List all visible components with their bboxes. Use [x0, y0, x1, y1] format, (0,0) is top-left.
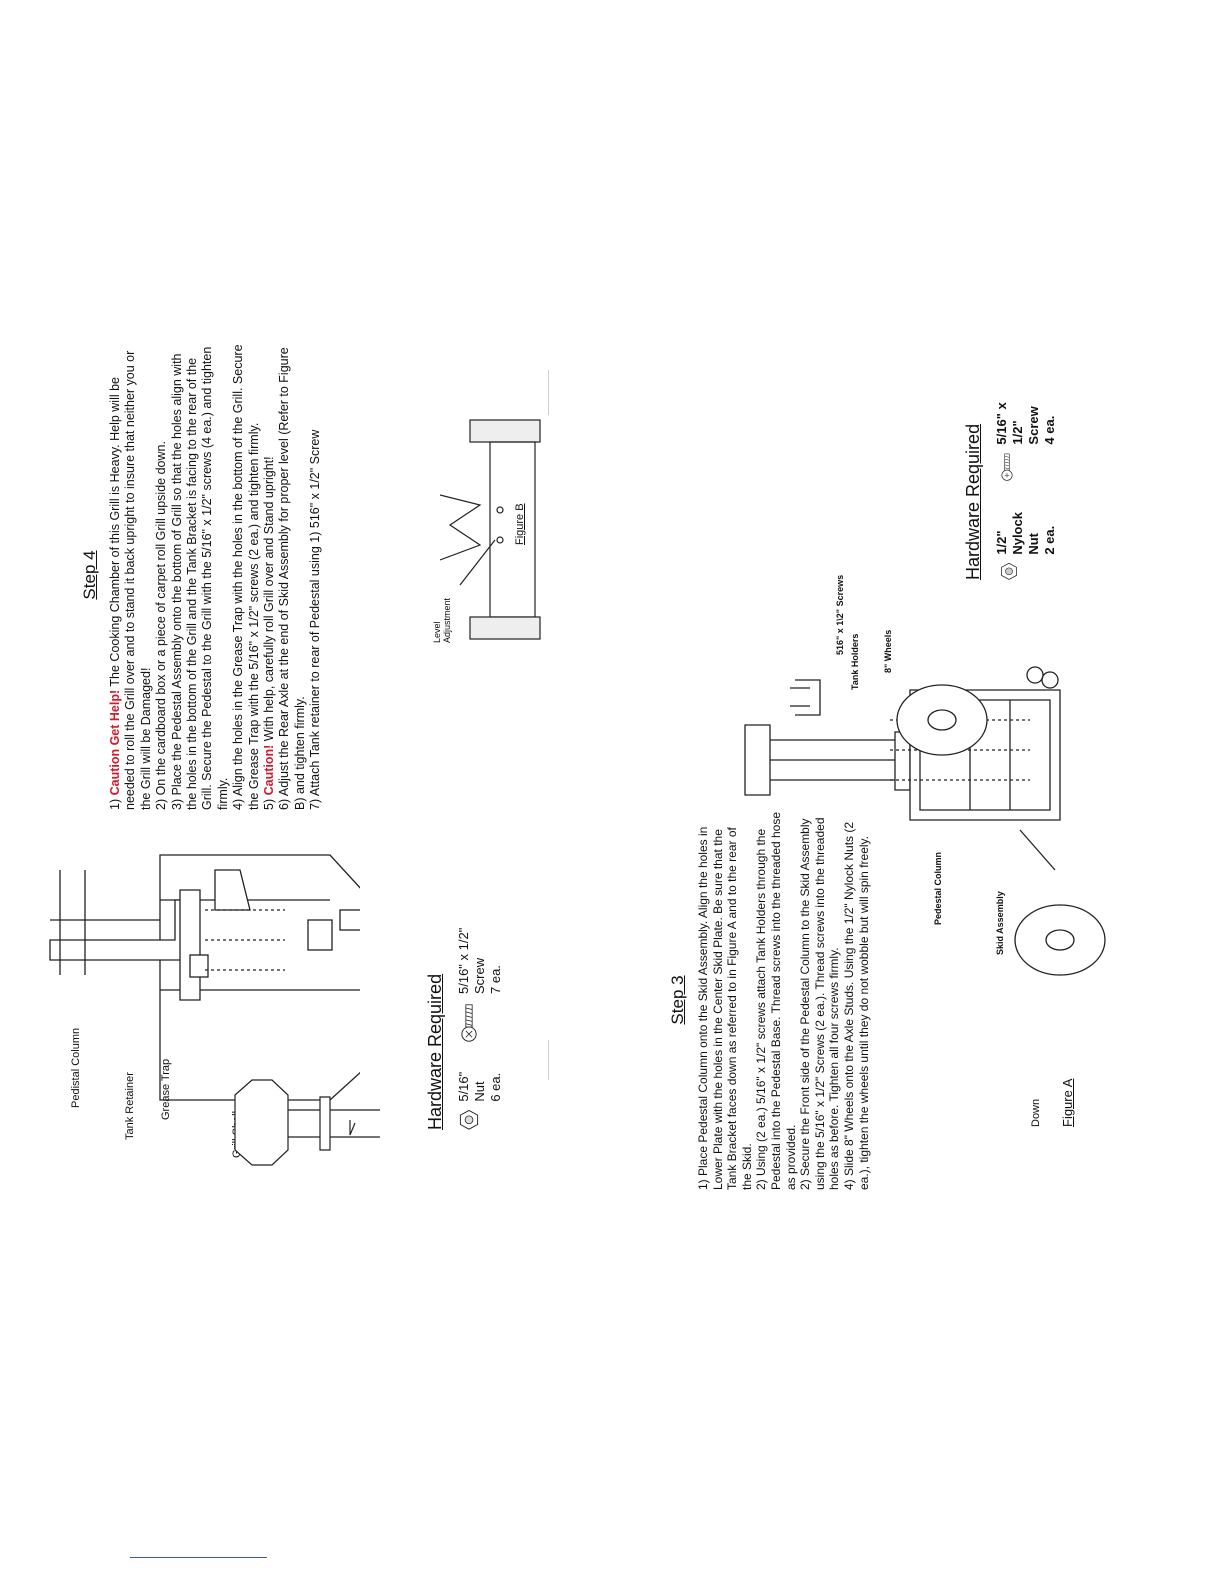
- step4-text-block: Step 4 1) Caution Get Help! The Cooking …: [80, 340, 324, 810]
- hardware-item-nylock-nut: 1/2" Nylock Nut 2 ea.: [994, 499, 1058, 580]
- label-screws: 516" x 1\2" Screws: [835, 574, 845, 655]
- footer-link[interactable]: [130, 1557, 267, 1558]
- step4-para-4: 4) Align the holes in the Grease Trap wi…: [231, 344, 261, 810]
- hardware-nut-name: 1/2" Nylock Nut: [994, 512, 1041, 555]
- hardware-nut-qty: 6 ea.: [488, 1072, 503, 1102]
- screw-icon: [461, 1003, 477, 1042]
- figure-b-diagram: [440, 419, 541, 640]
- hardware-screw-qty: 4 ea.: [1042, 415, 1057, 445]
- step4-para-1: 1) Caution Get Help! The Cooking Chamber…: [108, 350, 153, 810]
- hardware-item-screw: 5/16" x 1/2" Screw 4 ea.: [994, 380, 1058, 482]
- divider-vertical: [548, 370, 549, 415]
- label-tank-retainer: Tank Retainer: [124, 1072, 136, 1140]
- hardware-title: Hardware Required: [963, 423, 983, 580]
- label-pedestal-column: Pedestal Column: [933, 851, 943, 925]
- figure-a-down-label: Down: [1030, 1098, 1042, 1127]
- label-tank-holders: Tank Holders: [850, 633, 860, 690]
- step4-instructions: 1) Caution Get Help! The Cooking Chamber…: [108, 340, 324, 810]
- hex-nut-icon: [459, 1109, 479, 1130]
- hardware-title: Hardware Required: [425, 973, 445, 1130]
- hardware-required-step4: Hardware Required 5/16" Nut 6 ea. 5/16" …: [425, 910, 504, 1130]
- hardware-item-nut: 5/16" Nut 6 ea.: [456, 1060, 504, 1130]
- label-grease-trap: Grease Trap: [160, 1058, 172, 1120]
- caution-label: Caution!: [262, 744, 277, 796]
- step4-para-3: 3) Place the Pedestal Assembly onto the …: [169, 346, 230, 810]
- label-pedistal-column: Pedistal Column: [70, 1027, 82, 1108]
- hardware-item-screw: 5/16" x 1/2" Screw 7 ea.: [456, 910, 504, 1042]
- hex-nut-icon: [1001, 562, 1017, 580]
- divider-vertical: [548, 1040, 549, 1080]
- hardware-required-step3: Hardware Required 1/2" Nylock Nut 2 ea. …: [963, 380, 1058, 580]
- step4-para-6: 6) Adjust the Rear Axle at the end of Sk…: [277, 347, 307, 810]
- skid-assembly-diagram: [744, 666, 1106, 976]
- hardware-screw-name: 5/16" x 1/2" Screw: [456, 927, 487, 994]
- step3-title: Step 3: [668, 975, 687, 1025]
- step4-para-7: 7) Attach Tank retainer to rear of Pedes…: [308, 429, 323, 810]
- hardware-screw-qty: 7 ea.: [488, 965, 503, 994]
- hardware-screw-name: 5/16" x 1/2" Screw: [994, 402, 1041, 445]
- figure-b-caption: Figure B: [514, 503, 526, 545]
- step4-title: Step 4: [80, 550, 99, 600]
- hardware-list: 1/2" Nylock Nut 2 ea. 5/16" x 1/2" Screw…: [994, 380, 1058, 580]
- hardware-nut-qty: 2 ea.: [1042, 525, 1057, 555]
- hardware-list: 5/16" Nut 6 ea. 5/16" x 1/2" Screw 7 ea.: [456, 910, 504, 1130]
- step4-para-5: 5) Caution! With help, carefully roll Gr…: [262, 456, 277, 810]
- figure-b-label-level: Level Adjustment: [432, 597, 452, 643]
- screw-icon: [1001, 454, 1013, 482]
- figure-a-caption: Figure A: [1060, 1078, 1075, 1127]
- grill-pedestal-diagram: [49, 854, 360, 1101]
- label-skid-assembly: Skid Assembly: [995, 891, 1005, 955]
- label-8in-wheels: 8" Wheels: [883, 629, 893, 673]
- figure-a-diagram: [234, 1079, 380, 1166]
- hardware-nut-name: 5/16" Nut: [456, 1071, 487, 1102]
- step4-para-2: 2) On the cardboard box or a piece of ca…: [154, 441, 169, 810]
- caution-get-help: Caution Get Help!: [108, 689, 122, 796]
